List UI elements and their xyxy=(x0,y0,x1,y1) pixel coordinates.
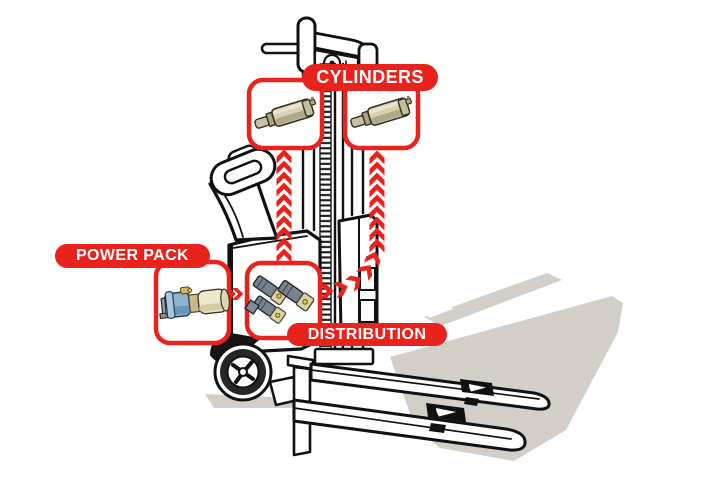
power-pack-label: POWER PACK xyxy=(55,244,210,268)
distribution-label: DISTRIBUTION xyxy=(287,323,447,346)
cylinders-label: CYLINDERS xyxy=(302,64,438,91)
tiller-grip xyxy=(209,147,277,197)
hydraulic-power-pack-icon xyxy=(159,286,230,320)
fork-brand-mark xyxy=(426,379,494,422)
tiller-arm xyxy=(208,144,279,242)
forks xyxy=(292,362,551,452)
mast-carriage xyxy=(337,213,379,337)
distribution-valve-block-icon xyxy=(244,273,316,325)
